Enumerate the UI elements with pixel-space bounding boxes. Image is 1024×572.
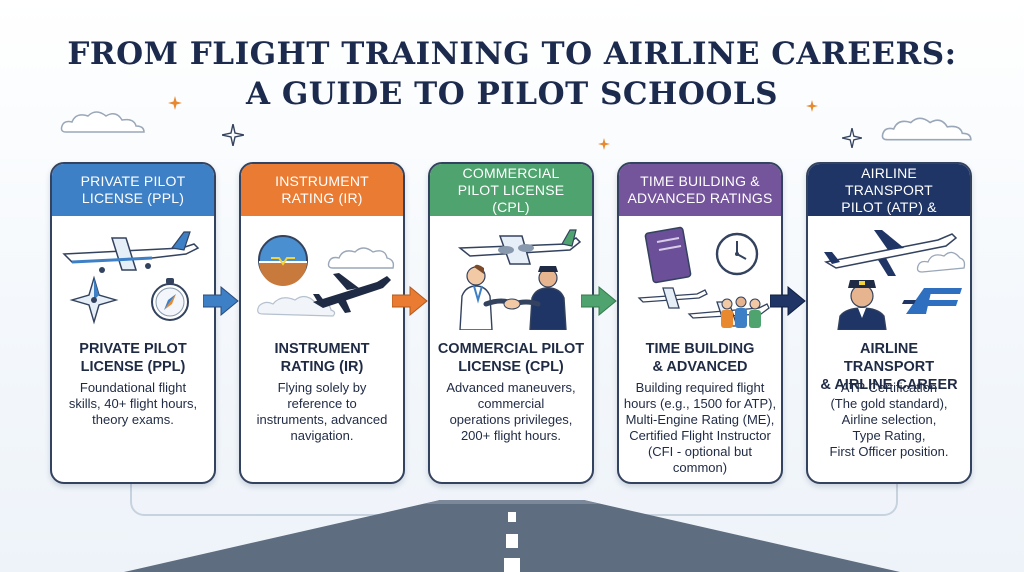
stage-illustration-time-building [619, 218, 781, 330]
stage-illustration-atp [808, 218, 970, 330]
stage-header-label: INSTRUMENT RATING (IR) [275, 173, 369, 206]
arrow-right-icon [581, 286, 617, 316]
airline-logo-icon [902, 288, 962, 314]
stage-title-cpl: COMMERCIAL PILOT LICENSE (CPL) [437, 341, 585, 375]
stage-header-atp: AIRLINE TRANSPORT PILOT (ATP) & [808, 164, 970, 216]
stage-description-ir: Flying solely by reference to instrument… [256, 380, 388, 443]
stage-header-ir: INSTRUMENT RATING (IR) [241, 164, 403, 216]
sparkle-icon [842, 128, 862, 148]
stage-header-time-building: TIME BUILDING & ADVANCED RATINGS [619, 164, 781, 216]
stage-card-cpl: COMMERCIAL PILOT LICENSE (CPL) [428, 162, 594, 484]
stage-illustration-cpl [430, 218, 592, 330]
clock-icon [715, 232, 759, 276]
compass-rose-icon [69, 275, 119, 325]
airliner-icon [823, 230, 958, 276]
airliner-icon [313, 273, 391, 313]
twin-engine-plane-icon [457, 229, 582, 265]
stage-title-time-building: TIME BUILDING & ADVANCED [645, 341, 755, 375]
page-title-line-2: A GUIDE TO PILOT SCHOOLS [245, 76, 779, 112]
stage-description-cpl: Advanced maneuvers, commercial operation… [446, 380, 576, 443]
stage-title-atp: AIRLINE TRANSPORT & AIRLINE CAREER [820, 341, 958, 393]
sparkle-icon [806, 100, 818, 112]
pilot-avatar-icon [837, 280, 887, 330]
stage-illustration-ir [241, 218, 403, 330]
stage-card-time-building: TIME BUILDING & ADVANCED RATINGS [617, 162, 783, 484]
handshake-people-icon [459, 264, 567, 330]
attitude-indicator-icon [258, 235, 308, 286]
people-group-icon [721, 296, 761, 328]
stage-header-label: TIME BUILDING & ADVANCED RATINGS [627, 173, 773, 206]
cloud-icon [257, 247, 395, 317]
stage-title-ir: INSTRUMENT RATING (IR) [274, 341, 370, 375]
stage-description-atp: ATP Certification (The gold standard), A… [829, 380, 949, 459]
cloud-icon [60, 111, 145, 133]
stage-header-label: AIRLINE TRANSPORT PILOT (ATP) & [841, 164, 937, 215]
stage-header-label: COMMERCIAL PILOT LICENSE (CPL) [457, 164, 565, 215]
small-plane-icon [62, 231, 200, 273]
runway-illustration [124, 500, 900, 572]
stage-header-ppl: PRIVATE PILOT LICENSE (PPL) [52, 164, 214, 216]
stage-card-ppl: PRIVATE PILOT LICENSE (PPL) [50, 162, 216, 484]
sparkle-icon [168, 96, 182, 110]
stage-illustration-ppl [52, 218, 214, 330]
arrow-right-icon [392, 286, 428, 316]
stage-description-time-building: Building required flight hours (e.g., 15… [623, 380, 777, 475]
stage-header-label: PRIVATE PILOT LICENSE (PPL) [80, 173, 186, 206]
arrow-right-icon [203, 286, 239, 316]
stage-header-cpl: COMMERCIAL PILOT LICENSE (CPL) [430, 164, 592, 216]
page-title-line-1: FROM FLIGHT TRAINING TO AIRLINE CAREERS: [67, 36, 957, 72]
compass-icon [151, 278, 189, 321]
logbook-icon [644, 226, 692, 284]
stage-title-ppl: PRIVATE PILOT LICENSE (PPL) [79, 341, 187, 375]
cloud-icon [916, 251, 966, 273]
cloud-icon [881, 117, 972, 141]
sparkle-icon [598, 138, 610, 150]
arrow-right-icon [770, 286, 806, 316]
stage-card-atp: AIRLINE TRANSPORT PILOT (ATP) & [806, 162, 972, 484]
stage-description-ppl: Foundational flight skills, 40+ flight h… [68, 380, 198, 427]
sparkle-icon [222, 124, 244, 146]
stage-card-ir: INSTRUMENT RATING (IR) INSTRUMENT RATING… [239, 162, 405, 484]
